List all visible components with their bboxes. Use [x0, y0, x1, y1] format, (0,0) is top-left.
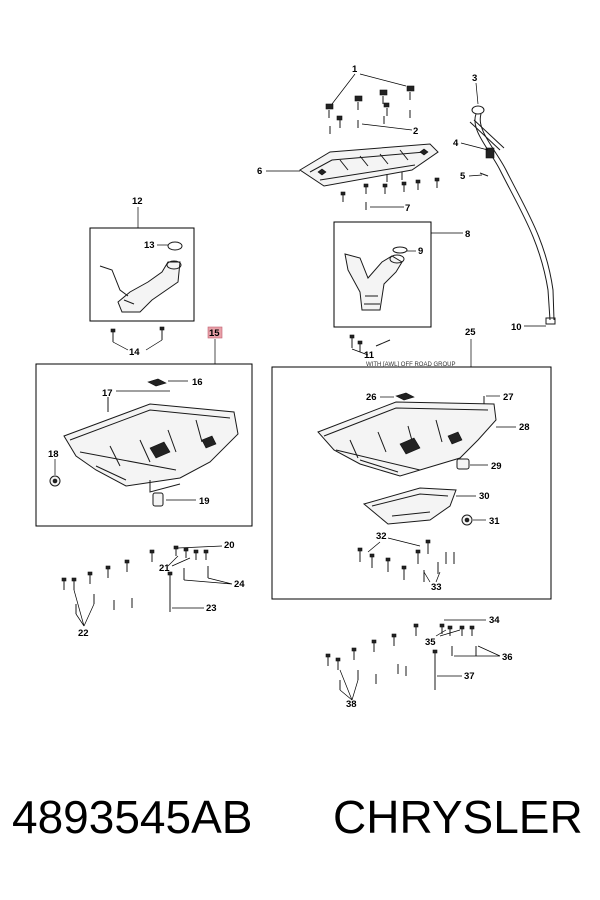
oil-pickup	[344, 246, 408, 311]
bolt-group-34-38	[325, 623, 477, 690]
config-note: WITH [AWL] OFF ROAD GROUP	[366, 362, 455, 368]
callout-7: 7	[405, 203, 410, 214]
dipstick-tube	[469, 105, 556, 325]
callout-1: 1	[352, 64, 358, 75]
callout-31: 31	[489, 516, 500, 527]
callout-25: 25	[465, 327, 476, 338]
box-25	[271, 366, 552, 600]
callout-12: 12	[132, 196, 143, 207]
callout-29: 29	[491, 461, 502, 472]
callout-8: 8	[465, 229, 470, 240]
dipstick-seal	[147, 378, 167, 387]
callout-16: 16	[192, 377, 203, 388]
callout-28: 28	[519, 422, 530, 433]
brand-name: CHRYSLER	[333, 791, 583, 843]
oil-fill-tube	[99, 241, 183, 313]
callout-5: 5	[460, 171, 466, 182]
callout-2: 2	[413, 126, 418, 137]
oil-pan-left	[63, 403, 239, 493]
callout-15-highlight	[207, 326, 223, 339]
callout-27: 27	[503, 392, 514, 403]
callout-23: 23	[206, 603, 217, 614]
callout-6: 6	[257, 166, 262, 177]
bolt-group-1-2	[325, 85, 415, 134]
callout-33: 33	[431, 582, 442, 593]
footer: 4893545AB CHRYSLER	[0, 790, 600, 870]
callout-19: 19	[199, 496, 210, 507]
callout-26: 26	[366, 392, 377, 403]
callout-22: 22	[78, 628, 89, 639]
callout-14: 14	[129, 347, 140, 358]
box-15	[35, 363, 253, 527]
plug-29	[456, 458, 470, 470]
callout-15: 15	[209, 328, 220, 339]
plug-19	[152, 492, 164, 507]
callout-32: 32	[376, 531, 387, 542]
box-8	[333, 221, 432, 328]
callout-21: 21	[159, 563, 170, 574]
callout-38: 38	[346, 699, 357, 710]
windage-tray	[299, 143, 439, 187]
callout-37: 37	[464, 671, 475, 682]
callout-18: 18	[48, 449, 59, 460]
drain-plug-18	[49, 475, 61, 487]
dipstick-seal-26	[395, 392, 415, 401]
callout-3: 3	[472, 73, 477, 84]
callout-34: 34	[489, 615, 500, 626]
callout-24: 24	[234, 579, 245, 590]
callout-17: 17	[102, 388, 113, 399]
callout-9: 9	[418, 246, 423, 257]
skid-pan-30	[362, 487, 457, 525]
box-12	[89, 227, 195, 322]
callout-4: 4	[453, 138, 459, 149]
oil-pan-right	[317, 401, 497, 477]
callout-35: 35	[425, 637, 436, 648]
part-number: 4893545AB	[12, 791, 253, 843]
bolt-group-11	[349, 334, 391, 352]
drain-plug-31	[461, 514, 473, 526]
parts-diagram: 1 2 3 4 5 6 7 8 9 10 11 WITH [AWL] OFF R…	[35, 64, 556, 710]
bolt-group-32-33	[357, 539, 455, 582]
callout-10: 10	[511, 322, 522, 333]
bolt-group-14	[110, 326, 165, 342]
callout-36: 36	[502, 652, 513, 663]
callout-13: 13	[144, 240, 155, 251]
callout-11: 11	[364, 350, 375, 361]
callout-20: 20	[224, 540, 235, 551]
bolt-group-20-24	[61, 545, 209, 614]
callout-30: 30	[479, 491, 490, 502]
bolt-group-7	[340, 172, 440, 210]
